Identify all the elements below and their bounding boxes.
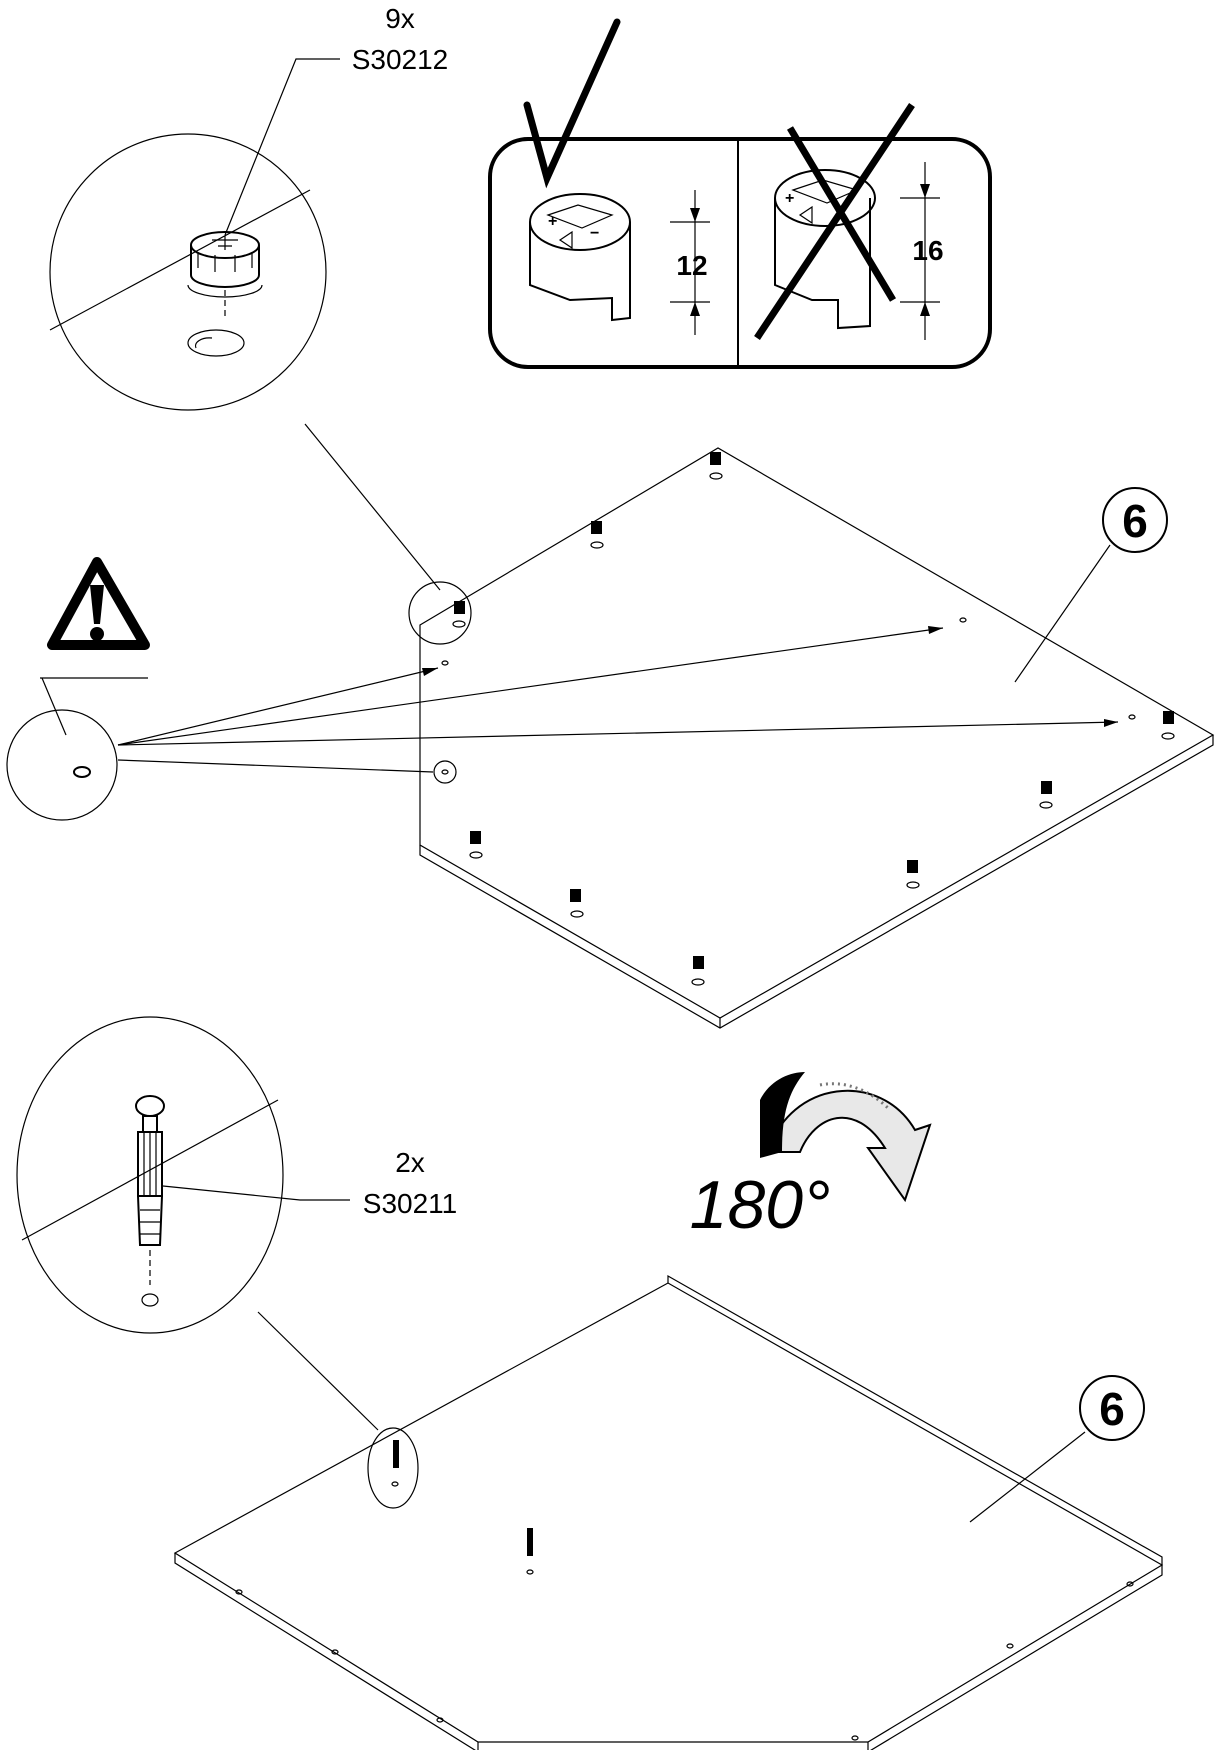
top-panel [408,447,1215,1029]
dowel-detail-circle [16,1016,284,1334]
cam-lock-code: S30212 [352,44,449,75]
svg-text:−: − [590,225,599,242]
dowel-code: S30211 [363,1188,457,1219]
dowel-quantity: 2x [395,1147,425,1178]
cam-lock-callout: 9x S30212 [224,3,449,236]
checkmark-icon [523,18,621,189]
correct-depth-label: 12 [676,250,707,281]
bottom-panel [173,1274,1164,1750]
hole-detail-circle [6,709,118,821]
svg-text:+: + [548,213,557,230]
cross-icon [754,103,915,340]
hole-leader-arrows [117,626,1119,773]
wrong-cam-illustration: + [774,162,940,340]
depth-comparison-box: + − 12 + 16 [488,137,992,369]
svg-text:+: + [785,190,794,207]
correct-cam-illustration: + − [529,190,710,335]
warning-icon [47,557,150,650]
top-panel-number: 6 [1122,495,1148,547]
cam-lock-quantity: 9x [385,3,415,34]
wrong-depth-label: 16 [912,235,943,266]
cam-lock-detail-circle [49,133,327,411]
rotation-label: 180° [690,1167,831,1243]
bottom-panel-number: 6 [1099,1383,1125,1435]
rotate-arrow-icon [760,1072,932,1203]
